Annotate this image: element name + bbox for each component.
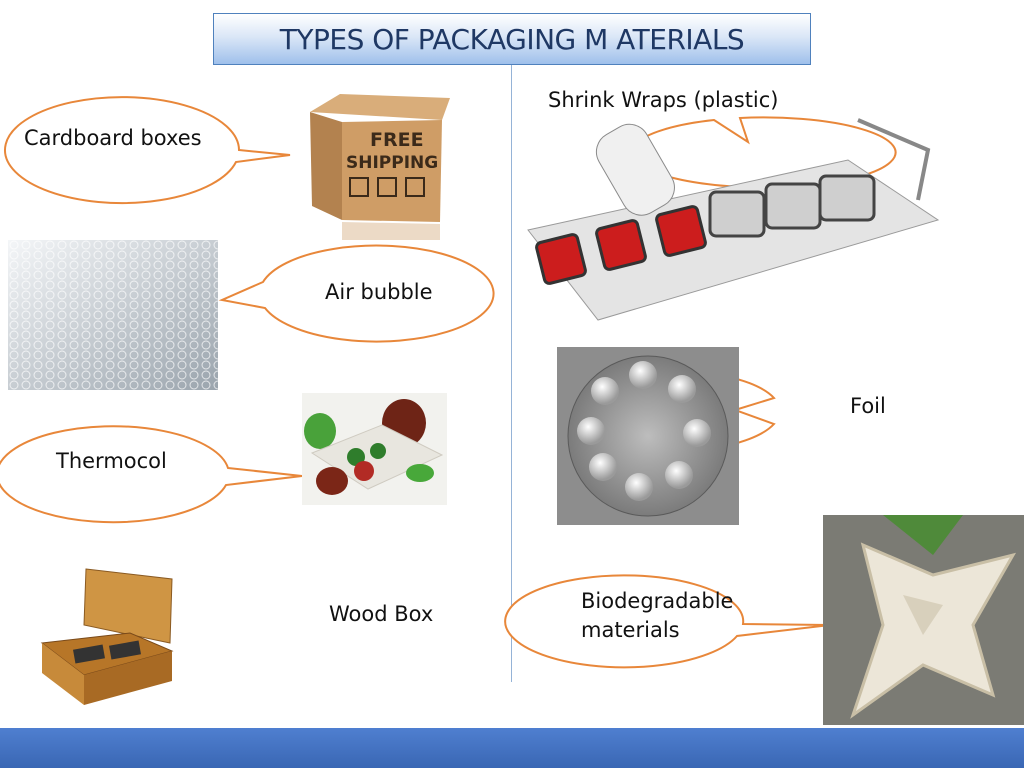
wood-box-label: Wood Box bbox=[329, 602, 434, 626]
center-divider bbox=[511, 65, 512, 682]
bubble-wrap-image bbox=[8, 240, 218, 390]
biodegradable-label-line1: Biodegradable bbox=[581, 589, 734, 613]
footer-bar bbox=[0, 728, 1024, 768]
cardboard-label: Cardboard boxes bbox=[24, 126, 202, 150]
box-print-free: FREE bbox=[370, 129, 424, 151]
shrink-wrap-machine-image bbox=[527, 118, 940, 321]
biodegradable-label-line2: materials bbox=[581, 618, 680, 642]
cardboard-box-image: FREE SHIPPING bbox=[310, 94, 450, 240]
wood-box-image bbox=[40, 568, 174, 705]
biodegradable-callout bbox=[504, 574, 831, 669]
thermocol-callout bbox=[0, 425, 303, 524]
cardboard-callout bbox=[4, 96, 291, 205]
foil-label: Foil bbox=[850, 394, 886, 418]
thermocol-label: Thermocol bbox=[56, 449, 167, 473]
box-print-shipping: SHIPPING bbox=[346, 153, 438, 173]
slide-title: TYPES OF PACKAGING M ATERIALS bbox=[213, 13, 811, 65]
air-bubble-callout bbox=[218, 244, 495, 343]
biodegradable-label: Biodegradable materials bbox=[581, 587, 733, 645]
thermocol-image bbox=[302, 393, 447, 505]
biodegradable-image bbox=[823, 515, 1024, 725]
air-bubble-label: Air bubble bbox=[325, 280, 433, 304]
foil-blister-image bbox=[557, 347, 739, 525]
shrink-wraps-label: Shrink Wraps (plastic) bbox=[548, 88, 779, 112]
